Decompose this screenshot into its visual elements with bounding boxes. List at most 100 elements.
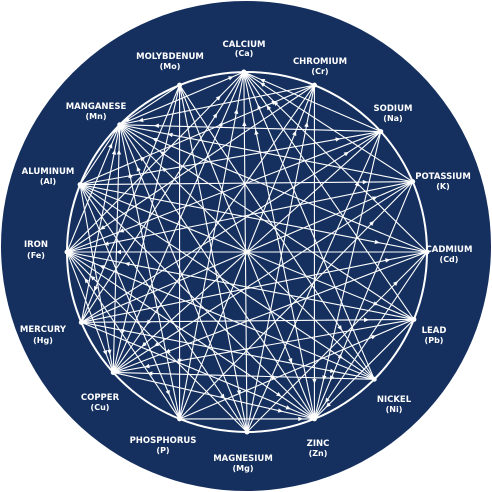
element-name-potassium: POTASSIUM <box>415 172 471 182</box>
arrow-icon <box>343 151 350 157</box>
interaction-line-mercury-molybdenum <box>80 84 181 323</box>
arrow-icon <box>165 389 170 396</box>
label-sodium: SODIUM (Na) <box>374 104 413 123</box>
arrow-icon <box>116 149 122 155</box>
label-copper: COPPER (Cu) <box>81 393 120 412</box>
node-molybdenum <box>177 82 183 88</box>
element-name-sodium: SODIUM <box>374 104 413 114</box>
arrow-icon <box>374 239 380 245</box>
arrow-icon <box>298 416 304 422</box>
label-potassium: POTASSIUM (K) <box>415 172 471 191</box>
arrow-icon <box>141 341 147 347</box>
interaction-line-calcium-sodium <box>243 71 381 133</box>
arrow-icon <box>220 393 225 400</box>
element-symbol-chromium: (Cr) <box>311 67 328 76</box>
arrow-icon <box>107 349 112 355</box>
arrow-icon <box>254 129 259 135</box>
arrow-icon <box>337 325 342 331</box>
arrow-icon <box>118 228 125 233</box>
element-symbol-iron: (Fe) <box>27 251 45 260</box>
arrow-icon <box>337 354 344 359</box>
arrow-icon <box>153 123 159 128</box>
label-mercury: MERCURY (Hg) <box>20 325 67 345</box>
label-aluminum: ALUMINUM (Al) <box>22 167 75 186</box>
arrow-icon <box>124 116 130 122</box>
arrow-icon <box>140 155 145 162</box>
arrow-icon <box>99 225 106 230</box>
label-molybdenum: MOLYBDENUM (Mo) <box>136 52 204 71</box>
arrow-icon <box>373 301 379 306</box>
label-magnesium: MAGNESIUM (Mg) <box>213 454 273 473</box>
interaction-line-copper-potassium <box>112 181 413 373</box>
node-sodium <box>378 129 384 135</box>
arrow-icon <box>147 371 153 376</box>
interaction-line-iron-chromium <box>66 84 315 253</box>
arrow-icon <box>102 349 107 356</box>
arrow-icon <box>362 179 368 185</box>
arrow-icon <box>138 117 144 123</box>
interaction-line-iron-magnesium <box>66 251 248 433</box>
interaction-line-zinc-lead <box>314 319 415 420</box>
node-nickel <box>371 376 377 382</box>
element-name-cadmium: CADMIUM <box>426 245 473 255</box>
label-chromium: CHROMIUM (Cr) <box>293 57 347 76</box>
interaction-line-copper-aluminum <box>79 184 114 373</box>
arrow-icon <box>218 121 223 127</box>
arrow-icon <box>233 108 239 115</box>
node-calcium <box>241 69 247 75</box>
element-symbol-calcium: (Ca) <box>235 49 254 58</box>
node-mercury <box>78 319 84 325</box>
interaction-line-manganese-lead <box>119 124 415 320</box>
arrow-icon <box>304 121 309 128</box>
interaction-line-calcium-potassium <box>243 71 413 183</box>
element-name-lead: LEAD <box>422 326 447 336</box>
arrow-icon <box>212 112 218 119</box>
element-symbol-cadmium: (Cd) <box>440 255 459 264</box>
arrow-icon <box>159 151 166 156</box>
interaction-line-manganese-magnesium <box>119 124 248 433</box>
element-name-calcium: CALCIUM <box>223 40 266 50</box>
interaction-line-zinc-iron <box>66 251 315 420</box>
label-iron: IRON (Fe) <box>24 240 48 260</box>
interaction-line-magnesium-molybdenum <box>179 85 248 433</box>
interaction-line-lead-aluminum <box>79 184 415 320</box>
element-name-mercury: MERCURY <box>20 325 67 335</box>
element-symbol-magnesium: (Mg) <box>233 464 254 473</box>
label-manganese: MANGANESE (Mn) <box>66 102 127 121</box>
arrow-icon <box>103 241 109 246</box>
interaction-line-nickel-aluminum <box>79 184 375 380</box>
interaction-line-manganese-molybdenum <box>119 84 180 126</box>
element-name-copper: COPPER <box>81 393 120 403</box>
arrow-icon <box>146 319 152 325</box>
arrow-icon <box>236 389 242 396</box>
element-name-phosphorus: PHOSPHORUS <box>130 436 197 446</box>
interaction-line-sodium-mercury <box>81 131 382 323</box>
element-symbol-molybdenum: (Mo) <box>160 62 181 71</box>
arrow-icon <box>354 181 359 187</box>
node-potassium <box>410 179 416 185</box>
element-name-zinc: ZINC <box>307 439 330 449</box>
interaction-line-cadmium-aluminum <box>80 184 428 253</box>
element-name-molybdenum: MOLYBDENUM <box>136 52 204 62</box>
arrow-icon <box>242 121 247 127</box>
interaction-line-cadmium-mercury <box>81 251 428 323</box>
element-symbol-copper: (Cu) <box>91 403 110 412</box>
arrow-icon <box>259 82 266 88</box>
element-name-nickel: NICKEL <box>377 395 412 405</box>
arrow-icon <box>162 167 168 173</box>
element-symbol-zinc: (Zn) <box>309 449 328 458</box>
label-lead: LEAD (Pb) <box>422 326 447 345</box>
element-symbol-potassium: (K) <box>436 182 450 191</box>
element-symbol-manganese: (Mn) <box>86 112 107 121</box>
arrow-icon <box>136 166 141 172</box>
arrow-icon <box>325 402 331 408</box>
label-zinc: ZINC (Zn) <box>307 439 330 458</box>
element-nodes <box>64 69 430 435</box>
element-symbol-aluminum: (Al) <box>40 177 56 186</box>
arrow-icon <box>153 341 160 347</box>
interaction-line-nickel-mercury <box>81 321 375 380</box>
element-name-aluminum: ALUMINUM <box>22 167 75 177</box>
node-aluminum <box>77 182 83 188</box>
arrow-icon <box>288 357 293 364</box>
arrow-icon <box>151 137 158 143</box>
